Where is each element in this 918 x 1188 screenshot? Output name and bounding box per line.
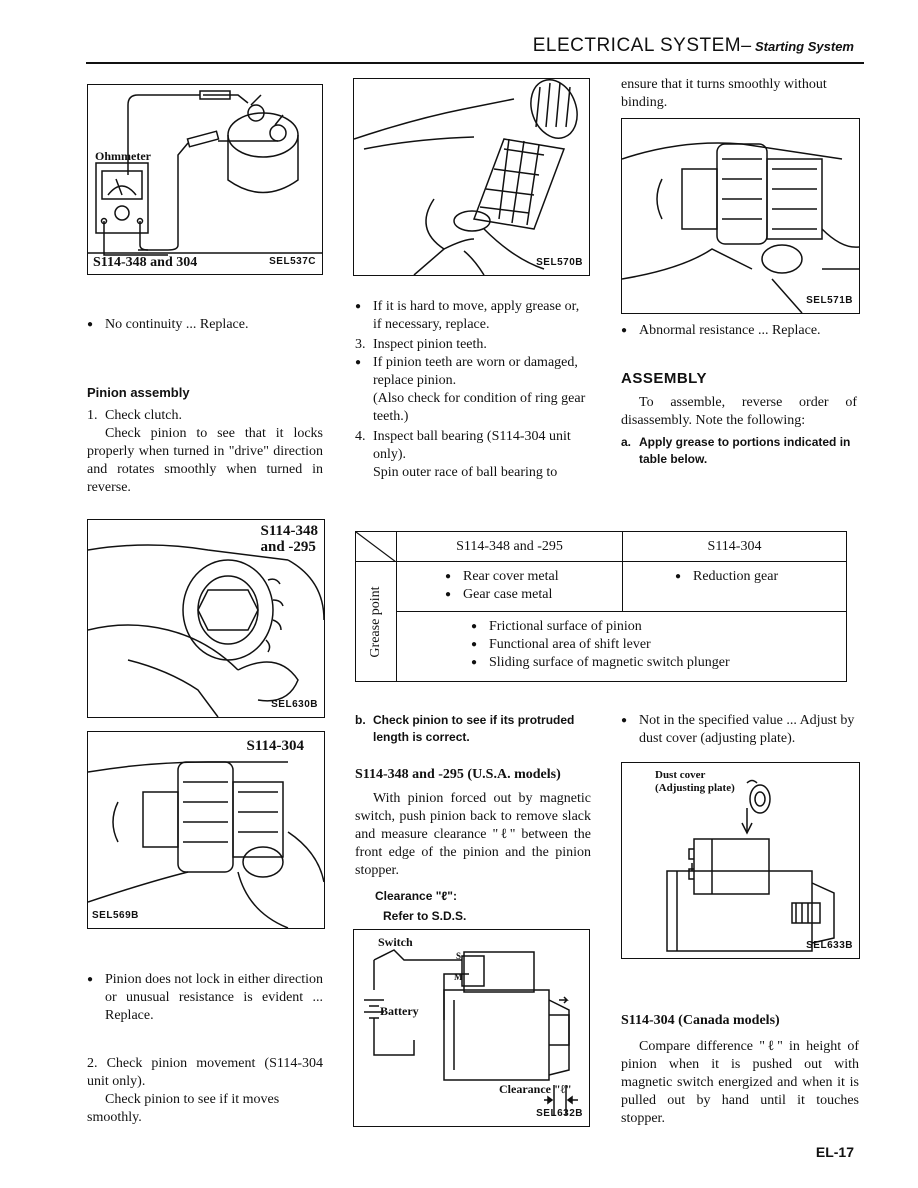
terminal-s-label: S (456, 951, 462, 961)
subsection-title: Starting System (755, 39, 854, 54)
step3-text: Inspect pinion teeth. (373, 337, 487, 352)
dust-cover-label: Dust cover (Adjusting plate) (655, 769, 735, 794)
figure-caption: S114-348 and 304 (93, 255, 198, 270)
terminal-m-label: M (454, 972, 463, 982)
note-a-text: Apply grease to portions indicated in ta… (639, 435, 851, 466)
table-cell-a: Rear cover metal Gear case metal (396, 561, 623, 612)
grease-point-table: S114-348 and -295 S114-304 Grease point … (355, 531, 847, 682)
figure-pinion-348: S114-348 and -295 SEL630B (87, 519, 325, 718)
clearance-label: Clearance "ℓ": (375, 889, 457, 903)
col2-upper: If it is hard to move, apply grease or, … (355, 298, 591, 482)
list-item: Rear cover metal (445, 568, 622, 586)
check-pinion-text: Check pinion to see that it locks proper… (87, 426, 323, 495)
figure-code: SEL633B (806, 940, 853, 951)
note-b-text: Check pinion to see if its protruded len… (373, 713, 575, 744)
table-header-b: S114-304 (622, 531, 847, 562)
figure-label: S114-348 and -295 (260, 523, 318, 555)
no-continuity-text: No continuity ... Replace. (87, 316, 323, 334)
not-spec-text: Not in the specified value ... Adjust by… (621, 712, 857, 748)
step1-text: Check clutch. (105, 408, 182, 423)
page-header: ELECTRICAL SYSTEM– Starting System (532, 35, 854, 56)
figure-ohmmeter-test: Ohmmeter S114-348 and 304 SEL537C (87, 84, 323, 275)
col3-lower: Not in the specified value ... Adjust by… (621, 712, 857, 748)
ring-gear-text: (Also check for condition of ring gear t… (373, 391, 586, 424)
list-item: Frictional surface of pinion (471, 618, 846, 636)
canada-heading: S114-304 (Canada models) (621, 1013, 780, 1028)
ensure-text: ensure that it turns smoothly without bi… (621, 77, 827, 110)
figure-code: SEL569B (92, 910, 139, 921)
table-corner (355, 531, 397, 562)
grease-point-label: Grease point (368, 585, 383, 658)
models-text: With pinion forced out by magnetic switc… (355, 791, 591, 878)
col1-lower: Pinion does not lock in either direction… (87, 971, 323, 1127)
figure-label: S114-304 (246, 738, 304, 754)
list-item: Reduction gear (675, 568, 846, 586)
table-cell-common: Frictional surface of pinion Functional … (396, 611, 847, 682)
spin-text: Spin outer race of ball bearing to (373, 465, 558, 480)
figure-pinion-304: S114-304 SEL569B (87, 731, 325, 929)
switch-label: Switch (378, 935, 413, 949)
page-number: EL-17 (815, 1144, 854, 1160)
figure-code: SEL571B (806, 295, 853, 306)
figure-code: SEL632B (536, 1108, 583, 1119)
pinion-lock-text: Pinion does not lock in either direction… (87, 971, 323, 1025)
col2-lower: b.Check pinion to see if its protruded l… (355, 713, 591, 923)
figure-code: SEL537C (269, 256, 316, 267)
figure-clearance-measure: Switch Battery S M Clearance "ℓ" SEL632B (353, 929, 590, 1127)
clearance-value: Refer to S.D.S. (383, 909, 467, 923)
col3-upper: Abnormal resistance ... Replace. ASSEMBL… (621, 322, 857, 468)
battery-label: Battery (380, 1004, 419, 1018)
models-heading: S114-348 and -295 (U.S.A. models) (355, 767, 561, 782)
assembly-text: To assemble, reverse order of disassembl… (621, 395, 857, 428)
step2-detail: Check pinion to see if it moves smoothly… (87, 1092, 280, 1125)
abnormal-resistance-text: Abnormal resistance ... Replace. (621, 322, 857, 340)
list-item: Functional area of shift lever (471, 636, 846, 654)
list-item: Sliding surface of magnetic switch plung… (471, 654, 846, 672)
figure-code: SEL630B (271, 699, 318, 710)
list-item: Gear case metal (445, 586, 622, 604)
header-rule (86, 62, 864, 64)
figure-dust-cover: Dust cover (Adjusting plate) SEL633B (621, 762, 860, 959)
step4-text: Inspect ball bearing (S114-304 unit only… (373, 429, 571, 462)
table-header-a: S114-348 and -295 (396, 531, 623, 562)
hard-to-move-text: If it is hard to move, apply grease or, … (355, 298, 591, 334)
clearance-fig-label: Clearance "ℓ" (499, 1082, 572, 1096)
col3-top: ensure that it turns smoothly without bi… (621, 76, 857, 112)
table-cell-b: Reduction gear (622, 561, 847, 612)
section-title: ELECTRICAL SYSTEM (532, 35, 742, 56)
ohmmeter-label: Ohmmeter (95, 149, 151, 163)
col1-upper: No continuity ... Replace. Pinion assemb… (87, 316, 323, 497)
figure-ball-bearing: SEL571B (621, 118, 860, 314)
col3-lower2: S114-304 (Canada models) Compare differe… (621, 1012, 859, 1128)
figure-pinion-check: SEL570B (353, 78, 590, 276)
grease-point-label-cell: Grease point (355, 561, 397, 682)
worn-teeth-text: If pinion teeth are worn or damaged, rep… (355, 354, 591, 390)
pinion-assembly-heading: Pinion assembly (87, 385, 190, 400)
assembly-heading: ASSEMBLY (621, 370, 707, 387)
canada-text: Compare difference "ℓ" in height of pini… (621, 1039, 859, 1126)
figure-code: SEL570B (536, 257, 583, 268)
step2-text: 2. Check pinion movement (S114-304 unit … (87, 1056, 323, 1089)
